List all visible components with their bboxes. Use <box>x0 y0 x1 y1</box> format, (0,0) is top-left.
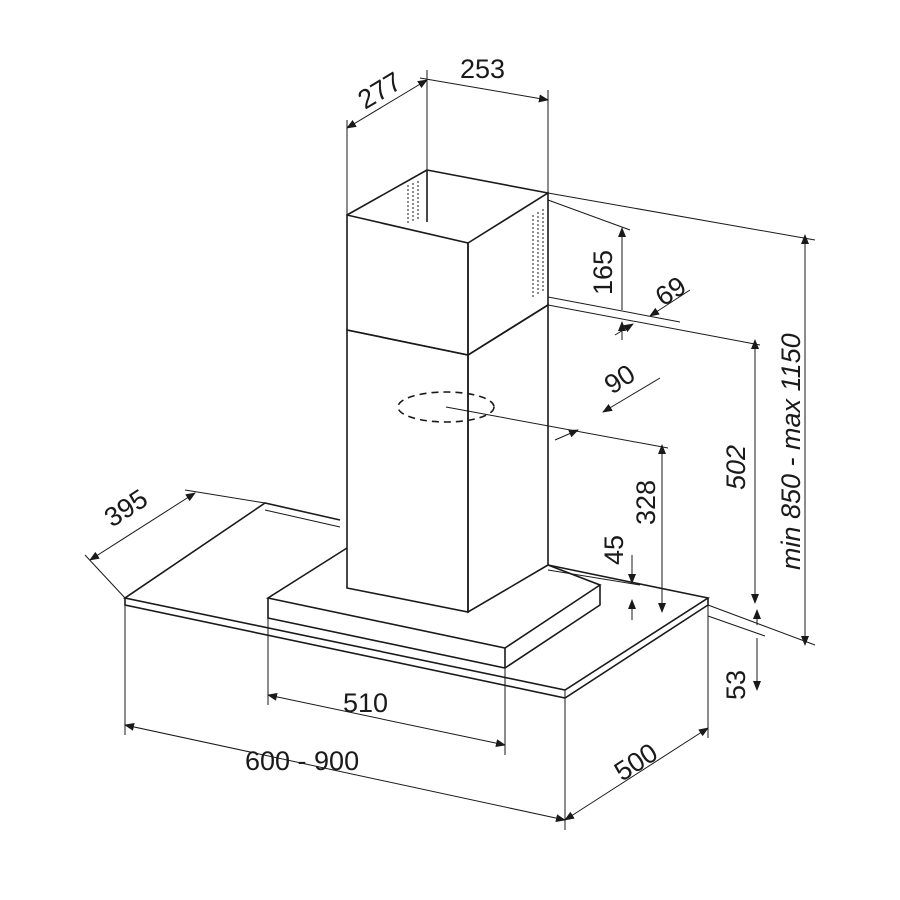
label-chimney-depth: 277 <box>353 66 407 115</box>
label-upper-section: 502 <box>721 445 751 490</box>
air-outlet <box>397 391 495 423</box>
label-glass-offset: 53 <box>721 670 751 700</box>
dimension-lines <box>84 70 816 830</box>
vent-slots-side <box>532 209 544 298</box>
label-glass-width: 600 - 900 <box>245 746 359 776</box>
label-glass-side: 395 <box>99 483 153 533</box>
glass-canopy <box>122 502 711 699</box>
upper-chimney <box>346 169 549 357</box>
vent-slots-back <box>407 181 419 225</box>
dimension-labels: 277 253 165 69 90 502 min 850 - max 1150… <box>99 54 806 787</box>
label-glass-depth: 500 <box>609 737 663 787</box>
label-outlet-height: 328 <box>631 480 661 525</box>
label-chimney-width: 253 <box>460 54 505 84</box>
label-total-height: min 850 - max 1150 <box>776 333 806 570</box>
label-base-width: 510 <box>343 688 388 718</box>
label-base-height: 45 <box>599 535 629 565</box>
base-box <box>265 547 602 669</box>
label-vent-offset: 69 <box>650 271 692 313</box>
label-vent-height: 165 <box>588 250 618 295</box>
